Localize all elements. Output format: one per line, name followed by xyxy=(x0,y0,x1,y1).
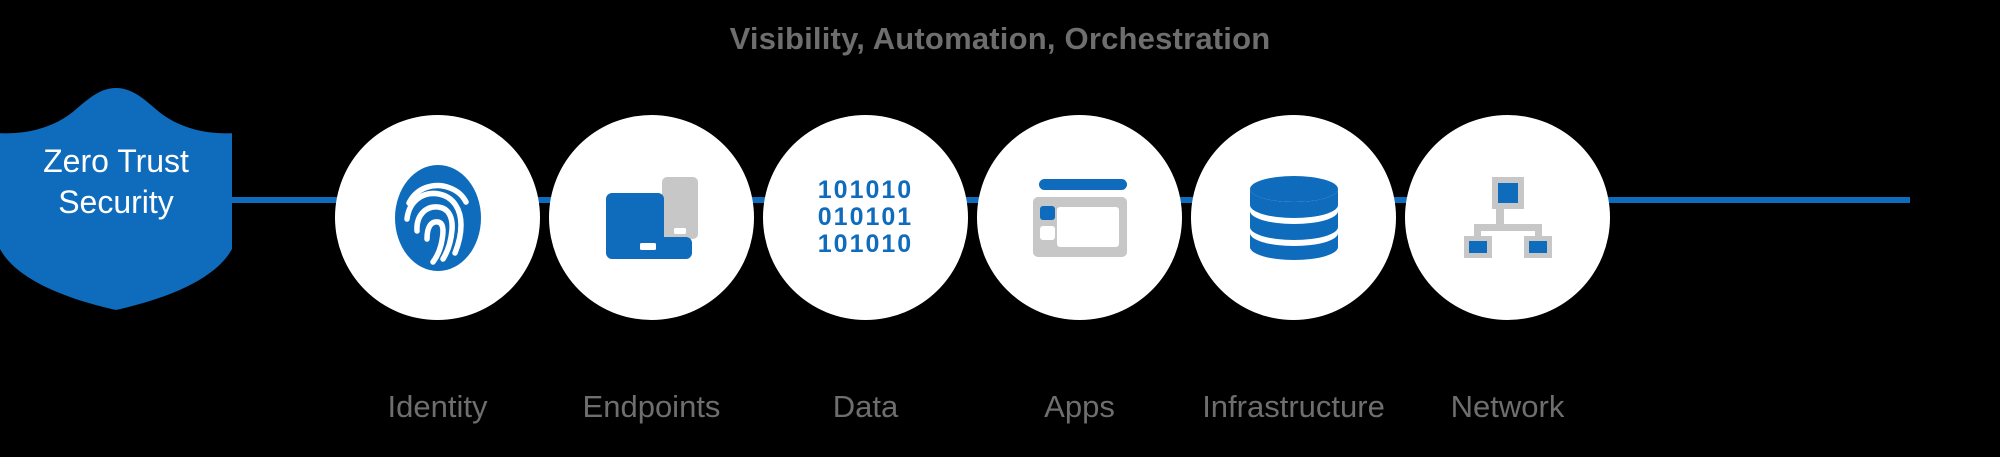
pillar-infrastructure-label: Infrastructure xyxy=(1202,389,1385,424)
network-hierarchy-icon xyxy=(1463,176,1552,258)
pillar-data[interactable]: 101010 010101 101010 Data xyxy=(763,115,968,424)
binary-row: 101010 xyxy=(817,230,914,258)
pillar-apps-circle[interactable] xyxy=(977,115,1182,320)
pillar-endpoints-circle[interactable] xyxy=(549,115,754,320)
pillar-identity[interactable]: Identity xyxy=(335,115,540,424)
pillar-data-label: Data xyxy=(832,389,899,424)
pillar-endpoints[interactable]: Endpoints xyxy=(549,115,754,424)
pillar-network[interactable]: Network xyxy=(1405,115,1610,424)
database-icon xyxy=(1249,175,1338,260)
binary-row: 010101 xyxy=(817,203,914,231)
devices-icon xyxy=(605,176,698,259)
pillar-identity-label: Identity xyxy=(387,389,488,424)
pillar-endpoints-label: Endpoints xyxy=(582,389,721,424)
zero-trust-shield[interactable]: Zero Trust Security xyxy=(0,86,232,310)
fingerprint-icon xyxy=(394,164,481,271)
shield-icon xyxy=(0,88,232,310)
pillar-identity-circle[interactable] xyxy=(335,115,540,320)
pillar-apps-label: Apps xyxy=(1044,389,1115,424)
binary-row: 101010 xyxy=(817,176,914,204)
pillar-network-label: Network xyxy=(1450,389,1565,424)
pillar-network-circle[interactable] xyxy=(1405,115,1610,320)
pillar-data-circle[interactable]: 101010 010101 101010 xyxy=(763,115,968,320)
pillar-infrastructure-circle[interactable] xyxy=(1191,115,1396,320)
application-window-icon xyxy=(1032,178,1127,257)
diagram-title: Visibility, Automation, Orchestration xyxy=(729,21,1271,56)
pillar-apps[interactable]: Apps xyxy=(977,115,1182,424)
binary-data-icon: 101010 010101 101010 xyxy=(818,177,913,258)
pillar-infrastructure[interactable]: Infrastructure xyxy=(1191,115,1396,424)
